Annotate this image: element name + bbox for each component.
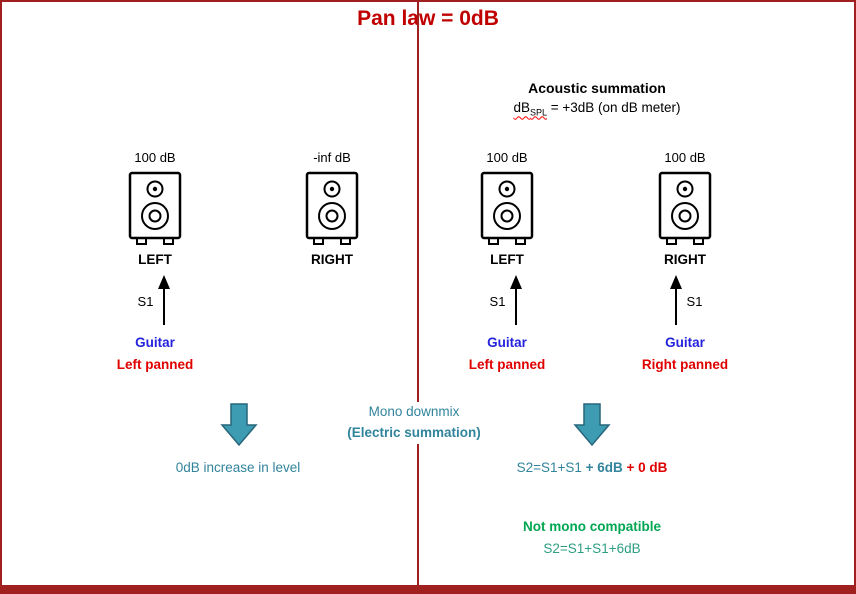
instrument-label: Guitar: [665, 335, 705, 350]
mono-compatibility-notes: Not mono compatible S2=S1+S1+6dB: [457, 516, 727, 559]
acoustic-summation-heading: Acoustic summation dBSPL = +3dB (on dB m…: [447, 78, 747, 120]
speaker-position-label: LEFT: [138, 252, 172, 267]
signal-label: S1: [686, 293, 703, 309]
speaker-level-label: 100 dB: [486, 150, 528, 165]
up-arrow-icon: [158, 275, 171, 325]
formula-rest: = +3dB (on dB meter): [546, 100, 681, 116]
speaker-level-label: 100 dB: [134, 150, 176, 165]
vertical-divider: [417, 2, 419, 588]
heading-text: Acoustic summation: [528, 80, 666, 96]
speaker-position-label: RIGHT: [311, 252, 353, 267]
right-result-text: S2=S1+S1 + 6dB + 0 dB: [457, 460, 727, 475]
left-panel-right-speaker-column: -inf dB RIGHT: [267, 150, 397, 267]
page-title: Pan law = 0dB: [357, 7, 499, 30]
result-base: S2=S1+S1: [516, 460, 582, 475]
spl-formula: dBSPL = +3dB (on dB meter): [447, 98, 747, 120]
speaker-icon: [480, 171, 534, 245]
left-result-text: 0dB increase in level: [175, 460, 301, 475]
panning-label: Left panned: [468, 357, 546, 372]
speaker-level-label: 100 dB: [664, 150, 706, 165]
note-title: Not mono compatible: [523, 519, 661, 534]
signal-arrow-row: S1: [138, 275, 173, 327]
result-pan: + 0 dB: [622, 460, 668, 475]
right-panel-right-speaker-column: 100 dB RIGHT S1 Guitar Right panned: [620, 150, 750, 372]
mono-downmix-line1: Mono downmix: [368, 404, 460, 419]
signal-arrow-row: S1: [668, 275, 703, 327]
down-block-arrow-icon: [573, 403, 611, 447]
instrument-label: Guitar: [487, 335, 527, 350]
signal-arrow-row: S1: [490, 275, 525, 327]
speaker-position-label: RIGHT: [664, 252, 706, 267]
mono-downmix-label: Mono downmix (Electric summation): [314, 402, 514, 444]
instrument-label: Guitar: [135, 335, 175, 350]
db-spl-term: dBSPL: [513, 100, 547, 118]
bottom-bar: [2, 585, 854, 592]
panning-label: Left panned: [116, 357, 194, 372]
speaker-level-label: -inf dB: [313, 150, 351, 165]
right-panel-left-speaker-column: 100 dB LEFT S1 Guitar Left panned: [442, 150, 572, 372]
up-arrow-icon: [669, 275, 682, 325]
speaker-position-label: LEFT: [490, 252, 524, 267]
signal-label: S1: [137, 293, 154, 309]
speaker-icon: [305, 171, 359, 245]
mono-downmix-line2: (Electric summation): [347, 424, 481, 440]
note-formula: S2=S1+S1+6dB: [543, 540, 641, 556]
panning-label: Right panned: [641, 357, 729, 372]
left-panel-left-speaker-column: 100 dB LEFT S1 Guitar Left panned: [90, 150, 220, 372]
signal-label: S1: [489, 293, 506, 309]
down-block-arrow-icon: [220, 403, 258, 447]
result-gain: + 6dB: [581, 460, 623, 475]
speaker-icon: [658, 171, 712, 245]
speaker-icon: [128, 171, 182, 245]
up-arrow-icon: [510, 275, 523, 325]
